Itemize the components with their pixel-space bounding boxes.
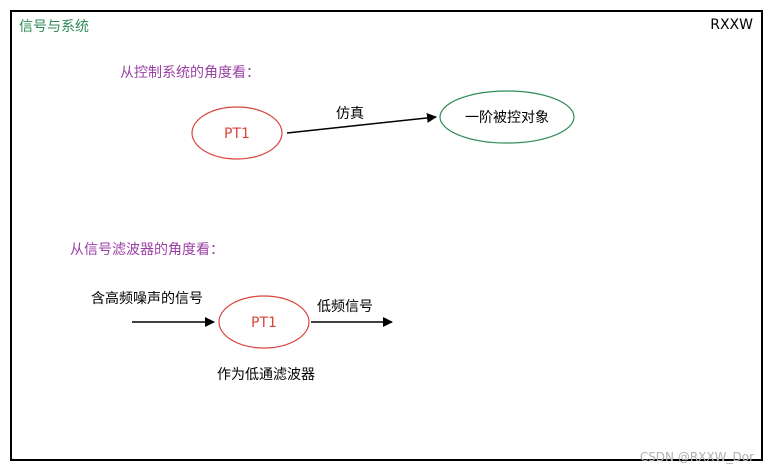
output-signal-label: 低频信号 xyxy=(317,299,373,315)
first-order-plant-label: 一阶被控对象 xyxy=(465,110,549,126)
pt1-node-1-label: PT1 xyxy=(224,126,250,142)
pt1-node-2 xyxy=(218,295,310,349)
simulation-arrow-label: 仿真 xyxy=(336,106,364,122)
section-heading-control: 从控制系统的角度看： xyxy=(120,65,260,81)
brand-label: RXXW xyxy=(710,17,753,33)
diagram-frame xyxy=(10,10,763,461)
page-title: 信号与系统 xyxy=(19,19,89,35)
first-order-plant-node xyxy=(439,90,575,144)
input-signal-label: 含高频噪声的信号 xyxy=(91,290,203,307)
watermark: CSDN @RXXW_Dor xyxy=(639,450,754,464)
filter-caption: 作为低通滤波器 xyxy=(217,367,315,383)
simulation-arrow xyxy=(286,112,437,134)
pt1-node-1 xyxy=(191,106,283,160)
section-heading-filter: 从信号滤波器的角度看： xyxy=(70,242,224,258)
pt1-node-2-label: PT1 xyxy=(251,315,277,331)
